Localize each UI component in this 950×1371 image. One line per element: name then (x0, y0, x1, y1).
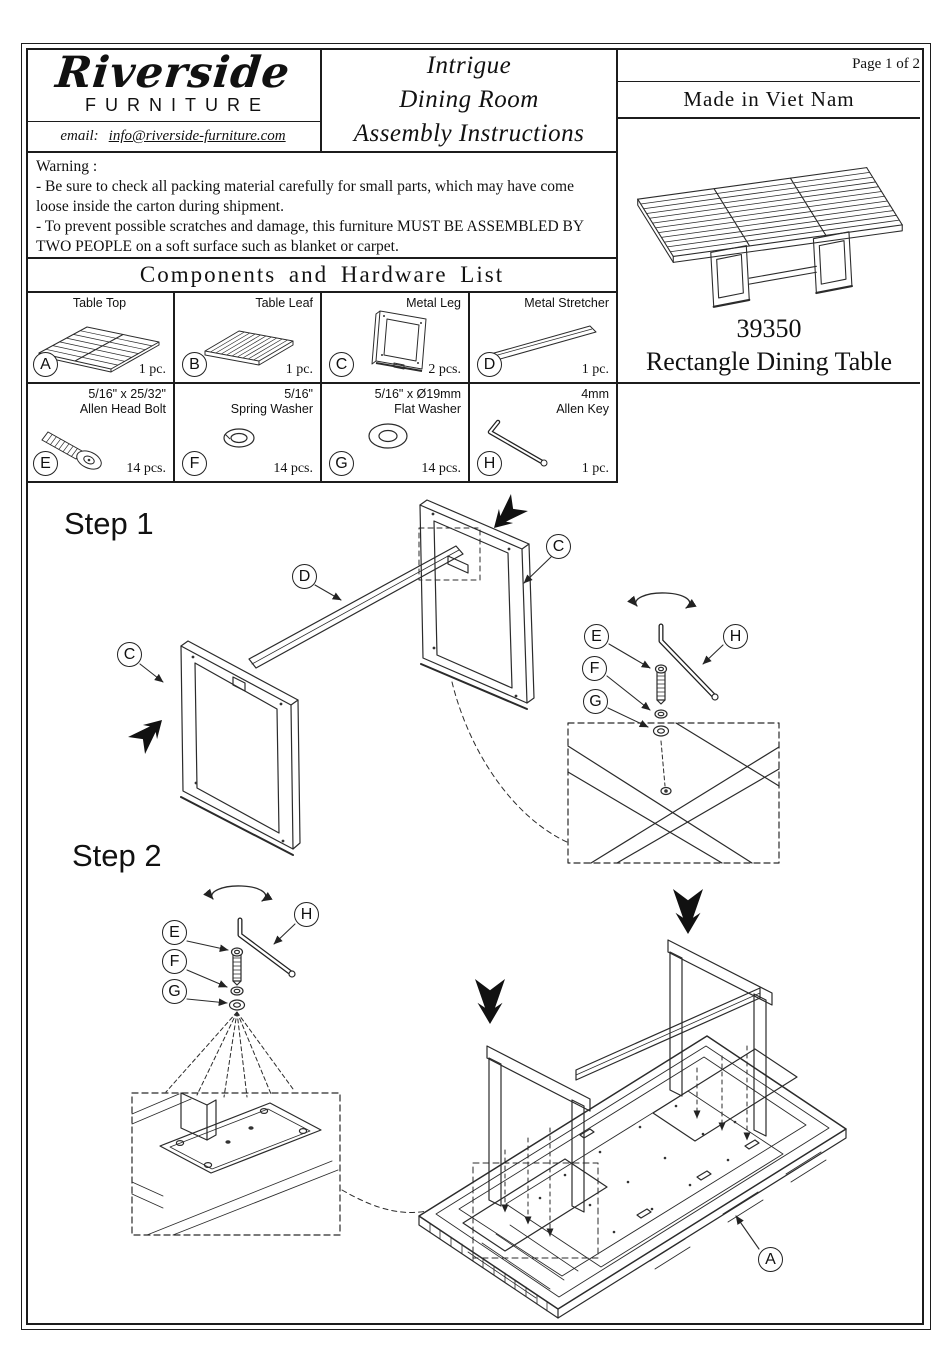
component-qty-g: 14 pcs. (421, 461, 461, 476)
brand-email-row: email: info@riverside-furniture.com (26, 122, 320, 151)
step1-callout-f: F (582, 656, 607, 681)
component-qty-f: 14 pcs. (273, 461, 313, 476)
divider-components-heading (26, 291, 618, 293)
divider-madein-product (618, 117, 920, 119)
step2-callout-g: G (162, 979, 187, 1004)
step1-label: Step 1 (64, 506, 154, 541)
component-name-c: Metal Leg (406, 296, 461, 310)
component-letter-c: C (329, 352, 354, 377)
spring-washer-drawing (223, 428, 255, 448)
component-letter-h: H (477, 451, 502, 476)
email-address[interactable]: info@riverside-furniture.com (108, 128, 286, 144)
component-cell-d: Metal Stretcher D 1 pc. (470, 293, 616, 382)
component-name-d: Metal Stretcher (524, 296, 609, 310)
component-qty-e: 14 pcs. (126, 461, 166, 476)
document-title: Intrigue Dining Room Assembly Instructio… (322, 48, 616, 152)
outer-page-border (21, 43, 931, 1330)
allen-key-drawing (487, 419, 548, 467)
component-letter-b: B (182, 352, 207, 377)
component-cell-f: 5/16" Spring Washer F 14 pcs. (175, 384, 320, 481)
component-name-h: Allen Key (556, 402, 609, 416)
component-size-e: 5/16" x 25/32" (88, 387, 166, 401)
made-in-label: Made in Viet Nam (683, 87, 855, 111)
col-divider-1 (173, 293, 175, 482)
warning-heading: Warning : (36, 158, 98, 175)
allen-head-bolt-drawing (41, 431, 102, 470)
component-letter-f: F (182, 451, 207, 476)
step2-callout-f: F (162, 949, 187, 974)
component-name-e: Allen Head Bolt (79, 402, 166, 416)
title-line1: Intrigue (426, 52, 512, 79)
table-top-drawing (38, 326, 160, 373)
component-size-h: 4mm (581, 387, 609, 401)
component-letter-d: D (477, 352, 502, 377)
divider-row1 (26, 382, 920, 384)
brand-logo: Riverside FURNITURE (26, 48, 320, 121)
component-name-g: Flat Washer (394, 402, 461, 416)
warning-line-2: - To prevent possible scratches and dama… (36, 218, 584, 255)
component-cell-e: 5/16" x 25/32" Allen Head Bolt E 14 pcs. (26, 384, 173, 481)
component-letter-a: A (33, 352, 58, 377)
warning-line-1: - Be sure to check all packing material … (36, 178, 574, 215)
components-heading: Components and Hardware List (139, 262, 505, 287)
product-caption: 39350 Rectangle Dining Table (618, 312, 920, 378)
component-qty-c: 2 pcs. (428, 362, 461, 377)
divider-logo-email (26, 121, 322, 122)
step2-callout-a: A (758, 1247, 783, 1272)
step2-callout-h: H (294, 902, 319, 927)
component-cell-c: Metal Leg C 2 pcs. (322, 293, 468, 382)
metal-leg-drawing (371, 310, 427, 372)
table-leaf-drawing (204, 330, 294, 366)
warning-block: Warning : - Be sure to check all packing… (26, 152, 618, 257)
divider-header-warning (26, 151, 618, 153)
divider-main-right (616, 48, 618, 483)
product-name: Rectangle Dining Table (645, 347, 893, 376)
page-number: Page 1 of 2 (852, 56, 920, 72)
col-divider-3 (468, 293, 470, 482)
component-letter-e: E (33, 451, 58, 476)
component-size-f: 5/16" (284, 387, 313, 401)
step1-callout-d: D (292, 564, 317, 589)
divider-logo-title (320, 48, 322, 152)
step1-callout-g: G (583, 689, 608, 714)
flat-washer-drawing (368, 423, 408, 449)
component-qty-d: 1 pc. (581, 362, 609, 377)
email-label: email: (60, 128, 99, 144)
component-qty-b: 1 pc. (285, 362, 313, 377)
step1-callout-c-left: C (117, 642, 142, 667)
brand-logo-caps: FURNITURE (85, 95, 270, 115)
title-line2: Dining Room (399, 86, 539, 113)
component-cell-a: Table Top A 1 pc. (26, 293, 173, 382)
component-size-g: 5/16" x Ø19mm (374, 387, 461, 401)
step2-callout-e: E (162, 920, 187, 945)
divider-row2 (26, 481, 618, 483)
inner-page-border (26, 48, 924, 1325)
divider-warning-components (26, 257, 618, 259)
component-qty-a: 1 pc. (138, 362, 166, 377)
divider-page-madein (618, 81, 920, 82)
step1-callout-e: E (584, 624, 609, 649)
brand-logo-script: Riverside (53, 48, 293, 98)
step1-callout-c-top: C (546, 534, 571, 559)
component-name-a: Table Top (72, 296, 127, 310)
component-qty-h: 1 pc. (581, 461, 609, 476)
component-letter-g: G (329, 451, 354, 476)
component-name-b: Table Leaf (255, 296, 313, 310)
product-model: 39350 (736, 314, 802, 343)
component-cell-g: 5/16" x Ø19mm Flat Washer G 14 pcs. (322, 384, 468, 481)
step1-callout-h: H (723, 624, 748, 649)
component-cell-b: Table Leaf B 1 pc. (175, 293, 320, 382)
step2-label: Step 2 (72, 838, 162, 873)
title-line3: Assembly Instructions (353, 120, 585, 147)
product-drawing (637, 167, 903, 308)
component-name-f: Spring Washer (230, 402, 313, 416)
component-cell-h: 4mm Allen Key H 1 pc. (470, 384, 616, 481)
col-divider-2 (320, 293, 322, 482)
